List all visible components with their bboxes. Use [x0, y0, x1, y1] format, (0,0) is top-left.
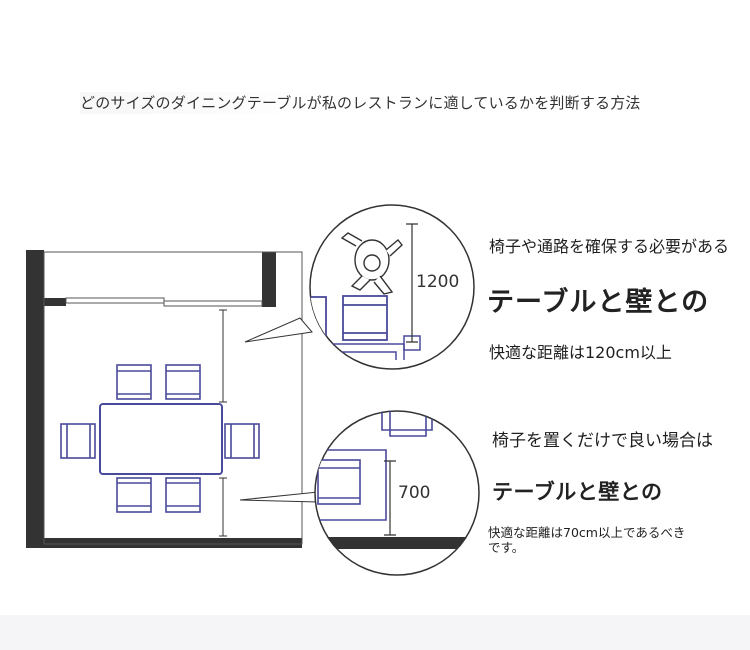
bottom-wall [26, 538, 302, 548]
dimension-label-700: 700 [398, 483, 431, 503]
chair-top-left [116, 364, 152, 400]
chair-right [224, 423, 260, 459]
callout-top-detail: 快適な距離は120cm以上 [489, 343, 672, 362]
callout-bottom-note: 椅子を置くだけで良い場合は [492, 431, 713, 451]
chair-bottom-right [165, 477, 201, 513]
person-top-view [340, 232, 403, 295]
page-title: どのサイズのダイニングテーブルが私のレストランに適しているかを判断する方法 [80, 92, 690, 114]
room-walls [26, 250, 302, 548]
right-pillar [262, 252, 276, 307]
sliding-window [65, 297, 263, 307]
callout-bottom-detail: 快適な距離は70cm以上であるべきです。 [488, 525, 686, 555]
callout-pointer-top [244, 317, 313, 343]
callout-bottom-heading: テーブルと壁との [492, 480, 663, 504]
left-wall [26, 250, 44, 548]
bottom-band [0, 615, 750, 650]
chair-left [60, 423, 96, 459]
room-outline [43, 251, 303, 545]
dining-table [99, 403, 223, 475]
chair-bottom-left [116, 477, 152, 513]
chair-top-right [165, 364, 201, 400]
magnifier-bottom-content [315, 411, 479, 549]
chairs [60, 364, 260, 513]
window-left-post [44, 298, 66, 306]
callout-top-heading: テーブルと壁との [487, 287, 710, 318]
dimension-label-1200: 1200 [416, 272, 460, 292]
magnifier-bottom [314, 410, 480, 576]
callout-top-note: 椅子や通路を確保する必要がある [489, 237, 730, 256]
plan-dimension-lines [219, 309, 227, 537]
callout-pointer-bottom [239, 491, 319, 503]
